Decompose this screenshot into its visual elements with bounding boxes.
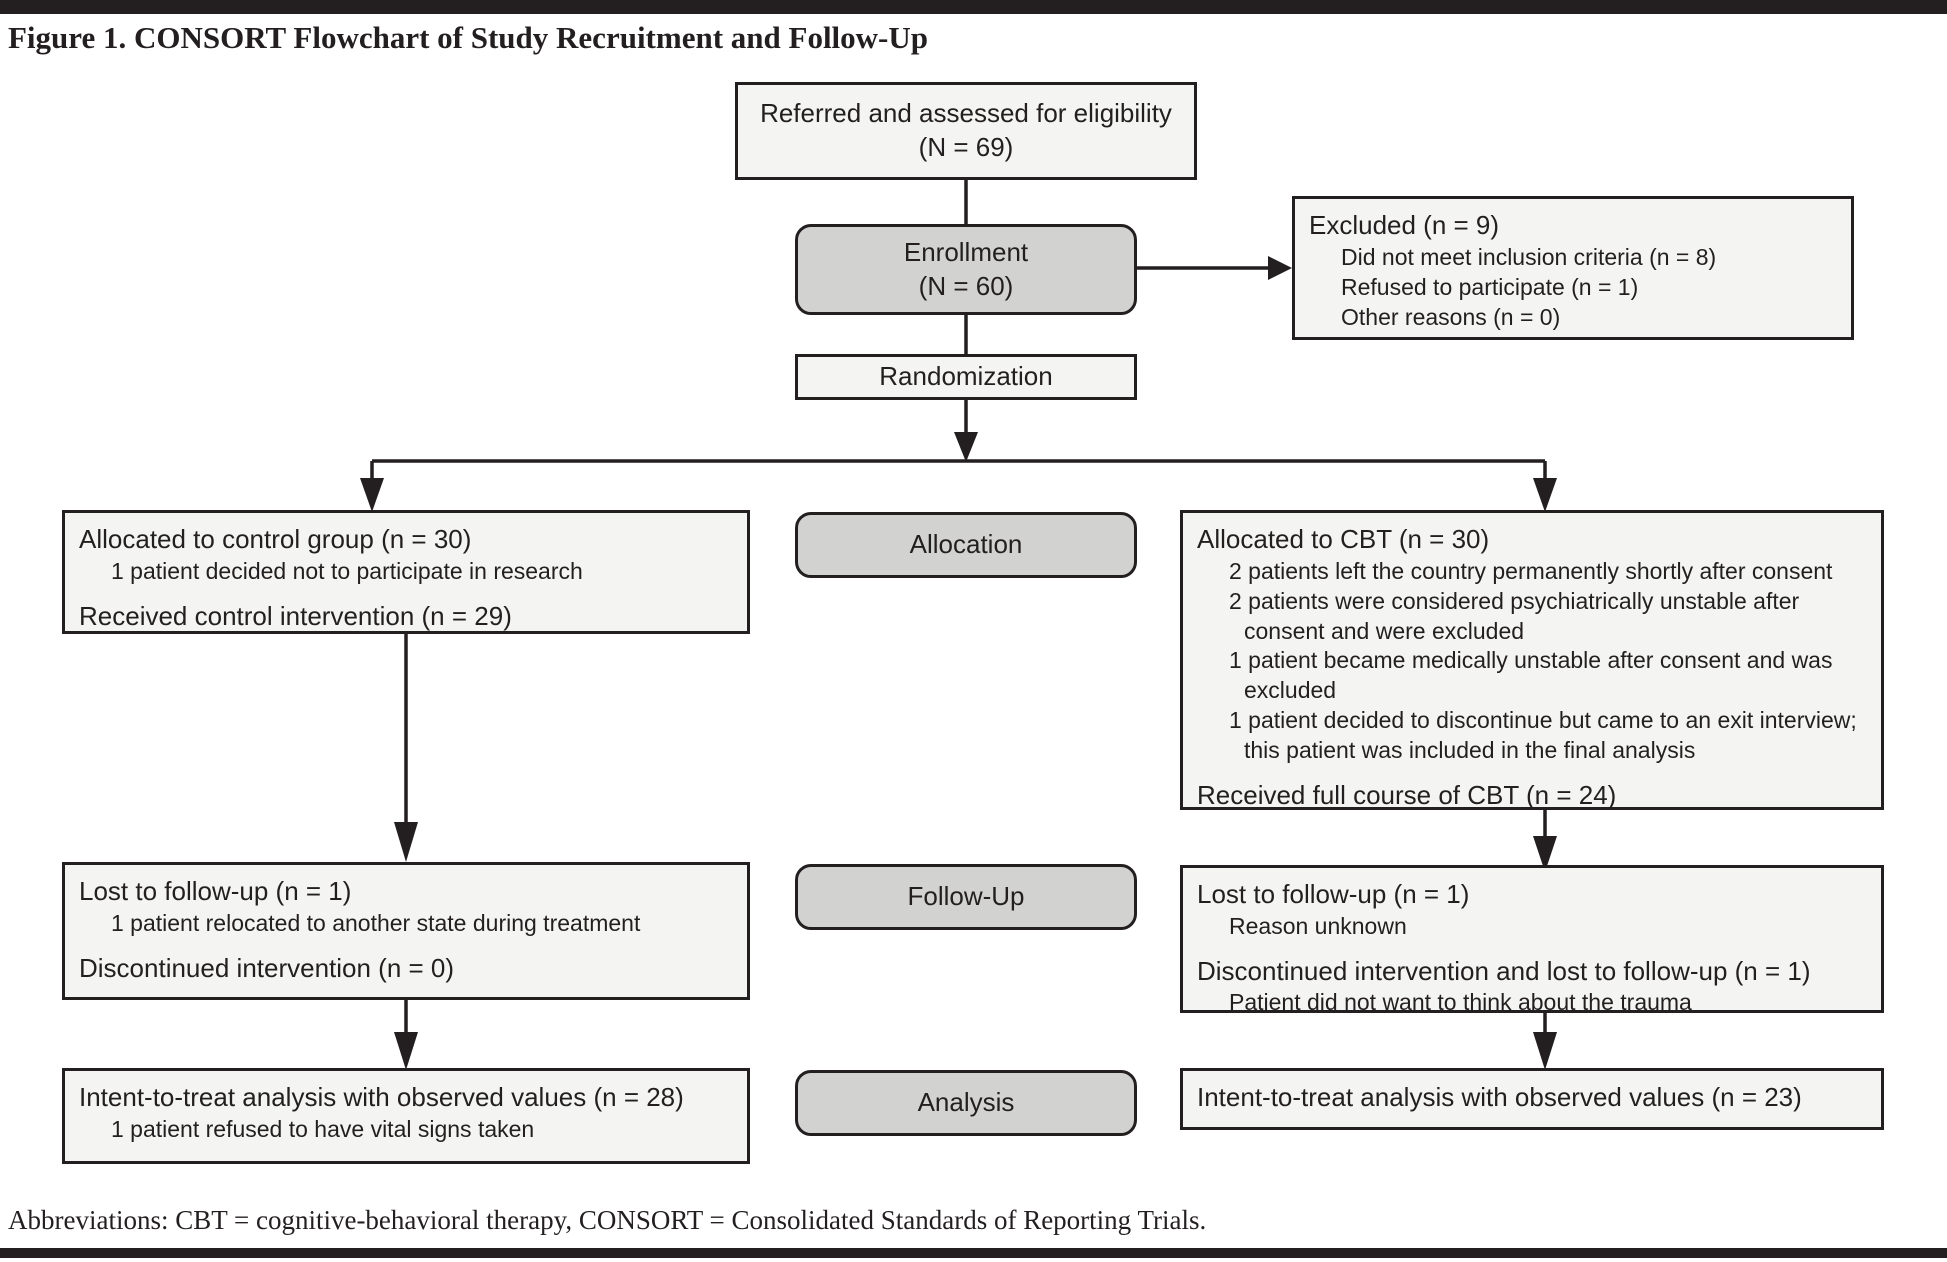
top-rule: [0, 0, 1947, 14]
figure-footnote: Abbreviations: CBT = cognitive-behaviora…: [8, 1205, 1207, 1235]
node-cbt-followup-item-0: Reason unknown: [1229, 912, 1407, 939]
spacer: [79, 939, 733, 952]
node-cbt-followup-heading2: Discontinued intervention and lost to fo…: [1197, 955, 1811, 986]
stage-analysis-label: Analysis: [917, 1087, 1015, 1118]
node-cbt-allocated-item-1: 2 patients were considered psychiatrical…: [1229, 587, 1800, 644]
node-control-followup: Lost to follow-up (n = 1) 1 patient relo…: [62, 862, 750, 1000]
node-enrollment-line2: (N = 60): [918, 270, 1014, 301]
node-control-allocated-item-0: 1 patient decided not to participate in …: [111, 557, 583, 584]
spacer: [1197, 766, 1867, 779]
node-cbt-analysis-heading: Intent-to-treat analysis with observed v…: [1197, 1082, 1802, 1112]
stage-allocation: Allocation: [795, 512, 1137, 578]
node-referred: Referred and assessed for eligibility (N…: [735, 82, 1197, 180]
node-cbt-followup-item2-0: Patient did not want to think about the …: [1229, 989, 1692, 1016]
node-randomization: Randomization: [795, 354, 1137, 400]
node-cbt-allocated-item-3: 1 patient decided to discontinue but cam…: [1229, 707, 1857, 764]
figure-title: Figure 1. CONSORT Flowchart of Study Rec…: [8, 20, 929, 55]
node-referred-line2: (N = 69): [918, 132, 1014, 162]
node-cbt-allocated-heading2: Received full course of CBT (n = 24): [1197, 780, 1617, 811]
stage-analysis: Analysis: [795, 1070, 1137, 1136]
bottom-rule: [0, 1248, 1947, 1258]
spacer: [79, 587, 733, 600]
node-cbt-allocated-item-0: 2 patients left the country permanently …: [1229, 557, 1833, 584]
stage-allocation-label: Allocation: [909, 529, 1023, 560]
node-control-allocated-heading: Allocated to control group (n = 30): [79, 524, 472, 554]
node-enrollment-line1: Enrollment: [903, 236, 1029, 267]
stage-followup: Follow-Up: [795, 864, 1137, 930]
node-control-analysis: Intent-to-treat analysis with observed v…: [62, 1068, 750, 1164]
node-cbt-allocated: Allocated to CBT (n = 30) 2 patients lef…: [1180, 510, 1884, 810]
node-excluded-item-2: Other reasons (n = 0): [1341, 303, 1561, 330]
node-excluded-item-1: Refused to participate (n = 1): [1341, 273, 1639, 300]
node-cbt-allocated-item-2: 1 patient became medically unstable afte…: [1229, 647, 1833, 704]
node-referred-line1: Referred and assessed for eligibility: [760, 98, 1172, 129]
node-cbt-allocated-heading: Allocated to CBT (n = 30): [1197, 524, 1490, 554]
node-cbt-followup: Lost to follow-up (n = 1) Reason unknown…: [1180, 865, 1884, 1015]
stage-followup-label: Follow-Up: [907, 881, 1025, 912]
node-cbt-analysis: Intent-to-treat analysis with observed v…: [1180, 1068, 1884, 1130]
node-excluded-item-0: Did not meet inclusion criteria (n = 8): [1341, 243, 1717, 270]
node-excluded: Excluded (n = 9) Did not meet inclusion …: [1292, 196, 1854, 340]
node-cbt-followup-heading: Lost to follow-up (n = 1): [1197, 879, 1470, 909]
node-randomization-label: Randomization: [879, 361, 1053, 392]
node-control-analysis-item-0: 1 patient refused to have vital signs ta…: [111, 1115, 535, 1142]
node-control-analysis-heading: Intent-to-treat analysis with observed v…: [79, 1082, 684, 1112]
node-control-followup-heading2: Discontinued intervention (n = 0): [79, 952, 455, 983]
node-control-allocated: Allocated to control group (n = 30) 1 pa…: [62, 510, 750, 634]
node-control-followup-item-0: 1 patient relocated to another state dur…: [111, 909, 641, 936]
spacer: [1197, 942, 1867, 955]
node-enrollment: Enrollment (N = 60): [795, 224, 1137, 315]
node-excluded-heading: Excluded (n = 9): [1309, 210, 1500, 240]
node-control-followup-heading: Lost to follow-up (n = 1): [79, 876, 352, 906]
node-control-allocated-heading2: Received control intervention (n = 29): [79, 600, 512, 631]
